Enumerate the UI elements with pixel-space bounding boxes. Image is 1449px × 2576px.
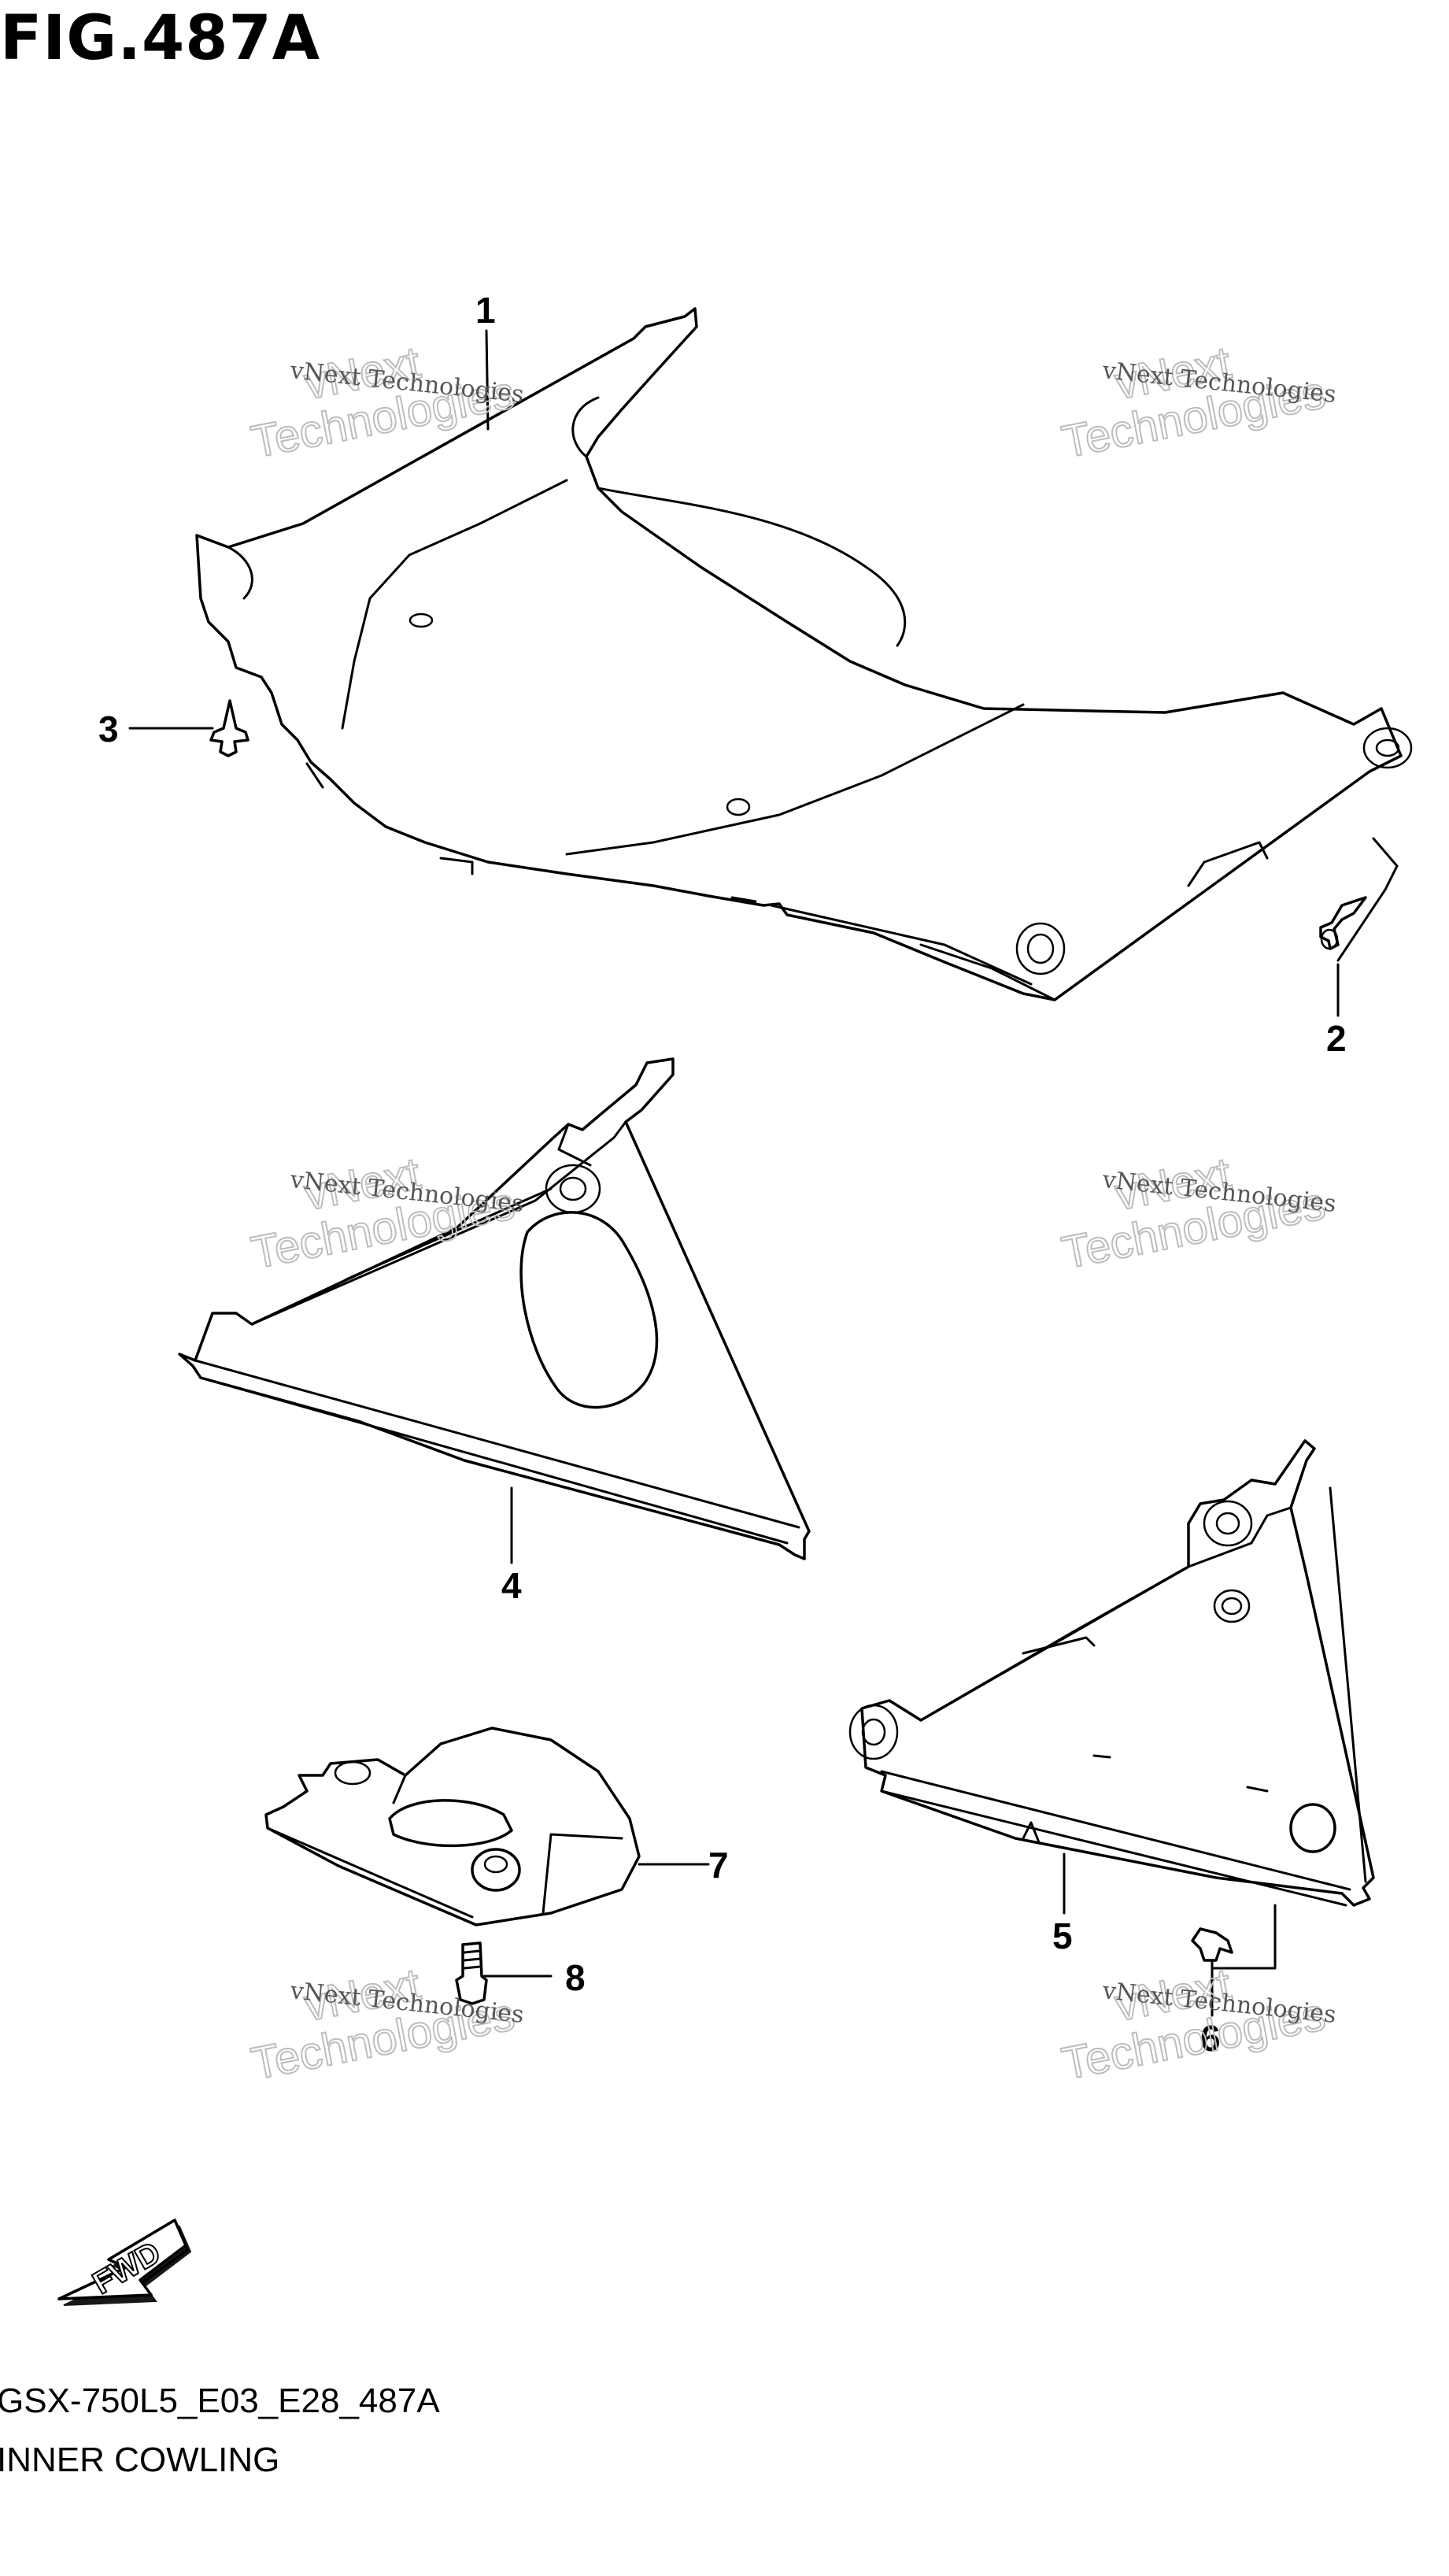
figure-title: FIG.487A [0,3,321,74]
part-5-inner-panel[interactable] [848,1439,1375,1907]
leader-lines [128,329,1399,2017]
part-3-clip[interactable] [209,699,250,757]
part-4-inner-panel[interactable] [178,1057,811,1560]
callout-6[interactable]: 6 [1200,2018,1221,2059]
part-8-bolt[interactable] [455,1941,488,2005]
callout-7[interactable]: 7 [708,1845,729,1886]
assembly-name: INNER COWLING [0,2441,280,2479]
fwd-arrow-icon: FWD [57,2219,192,2306]
callout-8[interactable]: 8 [565,1957,586,1998]
callout-2[interactable]: 2 [1326,1018,1347,1059]
callout-1[interactable]: 1 [475,290,496,331]
model-code: GSX-750L5_E03_E28_487A [0,2382,440,2420]
callout-5[interactable]: 5 [1052,1915,1073,1956]
part-1-inner-cowling-panel[interactable] [195,307,1413,1001]
callout-4[interactable]: 4 [501,1565,522,1606]
part-6-clip[interactable] [1191,1927,1233,1962]
part-2-clip[interactable] [1319,896,1367,950]
part-7-bracket[interactable] [264,1727,641,1926]
callout-3[interactable]: 3 [98,709,119,749]
